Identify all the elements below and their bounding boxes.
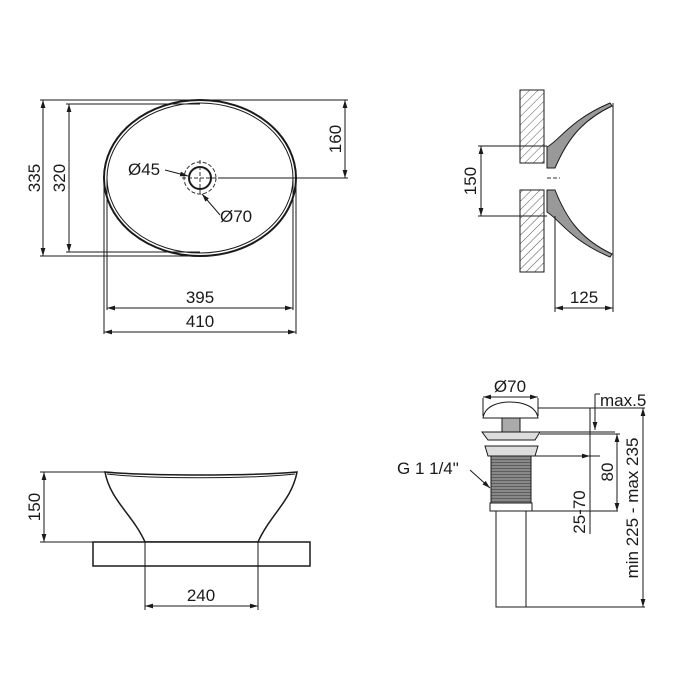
- drain-flange: [481, 431, 541, 441]
- dim-160: 160: [326, 125, 345, 153]
- drain-cap: [482, 401, 539, 419]
- drain-nut: [489, 502, 533, 512]
- dim-395: 395: [186, 288, 214, 307]
- dim-max5: max.5: [600, 391, 646, 410]
- dim-thread: G 1 1/4": [397, 459, 459, 478]
- dim-335: 335: [25, 164, 44, 192]
- basin-profile: [104, 471, 298, 543]
- drain-collar: [484, 445, 539, 457]
- dim-total: min 225 - max 235: [623, 438, 642, 579]
- dim-150-side: 150: [461, 167, 480, 195]
- dim-125: 125: [570, 288, 598, 307]
- dim-320: 320: [50, 164, 69, 192]
- side-section-view: 150 125: [461, 89, 614, 312]
- countertop-lower: [519, 189, 545, 273]
- drain-thread: [490, 455, 532, 504]
- basin-shell-lower: [546, 189, 613, 258]
- drain-stem: [501, 417, 521, 433]
- dim-25-70: 25-70: [570, 490, 589, 533]
- top-view: 335 320 160 Ø45 Ø70 395 410: [25, 99, 348, 335]
- dim-d70-cap: Ø70: [494, 377, 526, 396]
- dim-d45: Ø45: [128, 160, 160, 179]
- dim-150-front: 150: [25, 493, 44, 521]
- dim-d70: Ø70: [220, 207, 252, 226]
- dim-410: 410: [186, 312, 214, 331]
- countertop: [92, 541, 311, 567]
- countertop-upper: [519, 89, 545, 164]
- dim-240: 240: [187, 586, 215, 605]
- dim-80: 80: [598, 463, 617, 482]
- basin-shell-upper: [546, 102, 613, 169]
- drain-valve-view: Ø70 max.5 G 1 1/4" 80 25-70 min 225 - ma…: [397, 377, 646, 608]
- drain-pipe: [495, 510, 527, 608]
- front-view: 150 240: [25, 471, 311, 610]
